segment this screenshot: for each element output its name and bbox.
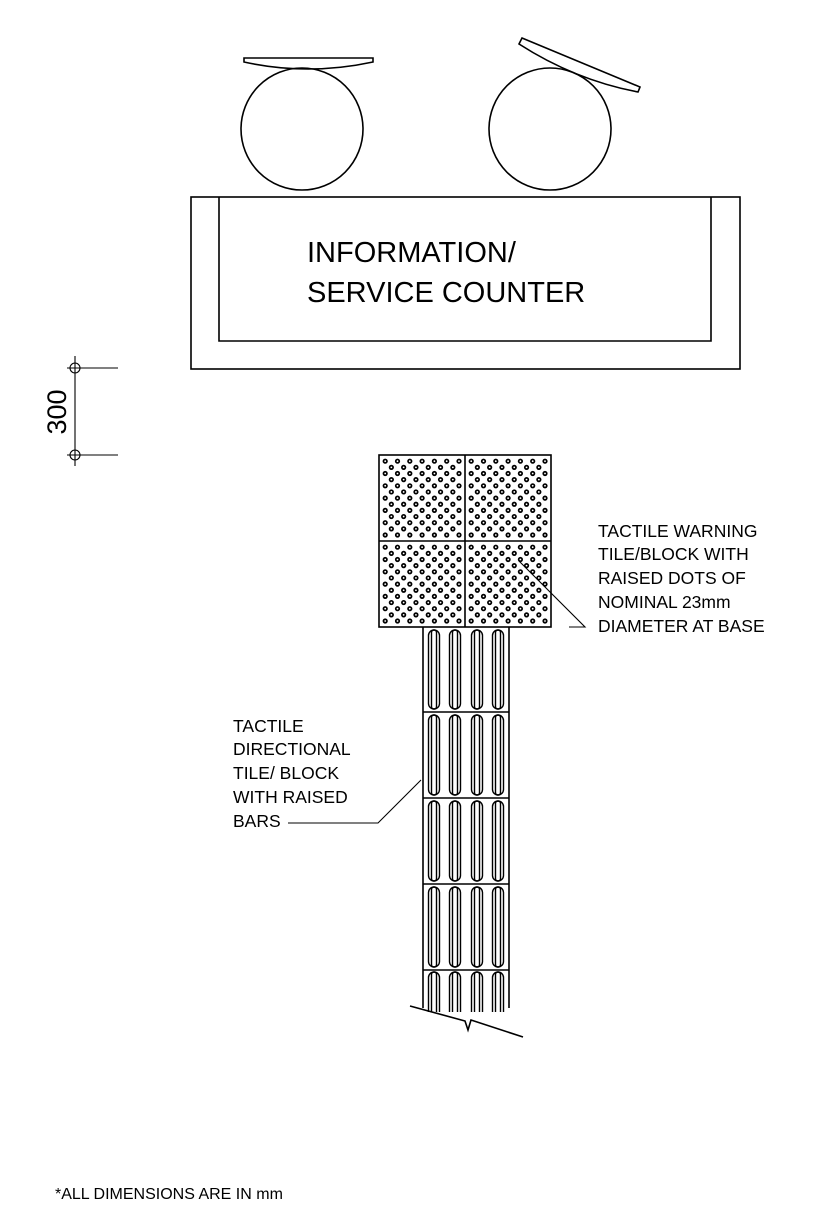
directional-note-line: BARS [233,811,281,831]
directional-note-line: DIRECTIONAL [233,739,351,759]
warning-note-line: NOMINAL 23mm [598,592,731,612]
tactile-directional-tiles [409,627,524,1038]
warning-note-line: DIAMETER AT BASE [598,616,765,636]
warning-tile-callout: TACTILE WARNING TILE/BLOCK WITH RAISED D… [518,521,765,636]
directional-tile-callout: TACTILE DIRECTIONAL TILE/ BLOCK WITH RAI… [233,716,422,831]
counter-label-line1: INFORMATION/ [307,237,517,269]
directional-note-line: TILE/ BLOCK [233,763,339,783]
directional-note-line: TACTILE [233,716,304,736]
stool-left [240,57,374,191]
dimension-value: 300 [42,389,72,434]
raised-bars [427,629,505,1012]
dimensions-footnote: *ALL DIMENSIONS ARE IN mm [55,1186,283,1203]
warning-note-line: RAISED DOTS OF [598,568,746,588]
tactile-warning-tiles [378,454,552,628]
warning-note-line: TILE/BLOCK WITH [598,544,749,564]
service-counter: INFORMATION/ SERVICE COUNTER [190,196,741,370]
stool-right [488,36,642,191]
raised-dots [382,458,548,624]
dimension-marker: 300 [42,356,118,466]
directional-note-line: WITH RAISED [233,787,348,807]
warning-note-line: TACTILE WARNING [598,521,757,541]
counter-label-line2: SERVICE COUNTER [307,277,585,309]
